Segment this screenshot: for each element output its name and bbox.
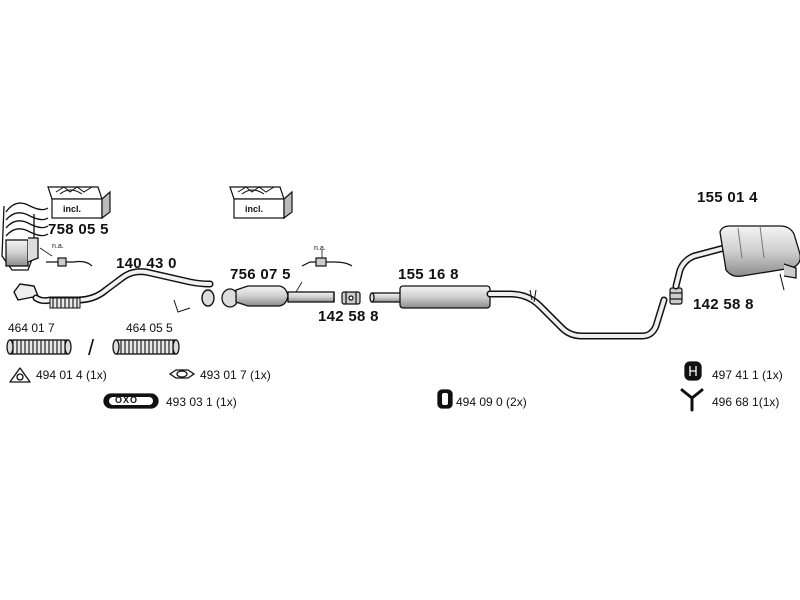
front-pipe-icon [13,268,215,313]
incl-label-left: incl. [63,204,82,214]
ring-gasket-text: OXO [115,395,139,405]
middle-silencer-part-number: 155 16 8 [398,266,459,283]
clamp-rear-icon [669,287,683,305]
separator-slash: / [88,335,95,360]
hanger-rear-icon [680,388,704,412]
rubber-mount-center-part-number: 494 09 0 (2x) [456,395,527,409]
triangle-gasket-part-number: 494 01 4 (1x) [36,368,107,382]
rear-clamp-part-number: 142 58 8 [693,296,754,313]
flex-pipe-b-part-number: 464 05 5 [126,321,173,335]
rubber-mount-rear-part-number: 497 41 1 (1x) [712,368,783,382]
manifold-kit-part-number: 758 05 5 [48,221,109,238]
catalytic-converter-icon [221,285,335,308]
front-pipe-part-number: 140 43 0 [116,255,177,272]
rear-silencer-icon [672,225,800,291]
rear-silencer-part-number: 155 01 4 [697,189,758,206]
rubber-mount-center-icon [437,389,453,409]
exhaust-manifold-icon [1,202,49,271]
flex-pipe-b-icon [112,339,180,355]
oval-gasket-part-number: 493 01 7 (1x) [200,368,271,382]
lambda-sensor-left-icon [39,247,93,267]
triangle-gasket-icon [9,367,31,383]
flex-pipe-a-part-number: 464 01 7 [8,321,55,335]
ring-gasket-part-number: 493 03 1 (1x) [166,395,237,409]
kit-box-left-icon [47,186,111,220]
oval-gasket-icon [168,369,196,379]
catalyst-kit-part-number: 756 07 5 [230,266,291,283]
na-note-left: n.a. [52,243,64,250]
incl-label-right: incl. [245,204,264,214]
rubber-mount-rear-icon [684,361,702,381]
clamp-catalyst-icon [341,291,361,305]
lambda-sensor-right-icon [295,250,353,293]
na-note-right: n.a. [314,245,326,252]
middle-silencer-icon [369,285,668,340]
kit-box-right-icon [229,186,293,220]
hanger-rear-part-number: 496 68 1(1x) [712,395,780,409]
flex-pipe-a-icon [6,339,72,355]
catalyst-clamp-part-number: 142 58 8 [318,308,379,325]
ring-gasket-icon [103,393,159,409]
